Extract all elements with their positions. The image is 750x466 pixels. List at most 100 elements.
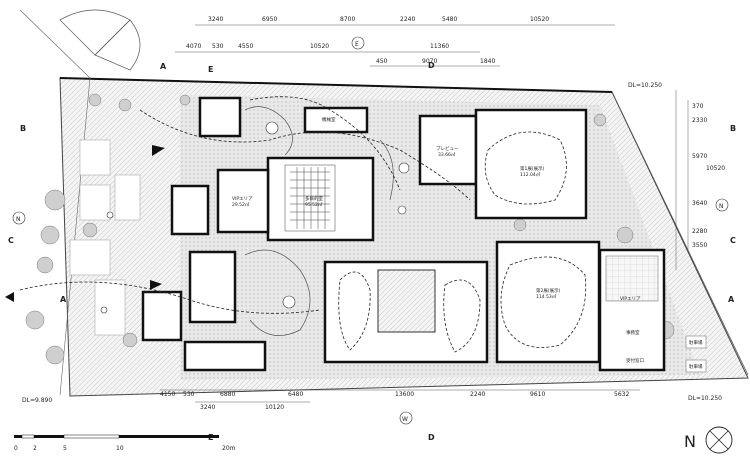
- level-labels: DL=10.250 DL=9.890 DL=10.250: [22, 82, 722, 404]
- grid-bubble-n: N: [719, 203, 724, 210]
- dim-label: 6880: [220, 391, 235, 398]
- dim-label: 2240: [400, 16, 415, 23]
- dim-label: 10520: [310, 43, 329, 50]
- dim-label: 370: [692, 103, 704, 110]
- grid-bubbles: E N N W: [12, 36, 729, 425]
- dim-label: 530: [212, 43, 224, 50]
- room-label-office: 事務室: [626, 329, 640, 336]
- room-multipurpose: [266, 156, 375, 242]
- dim-label: 6480: [288, 391, 303, 398]
- dim-label: 4070: [186, 43, 201, 50]
- level-top-right: DL=10.250: [628, 82, 662, 89]
- dim-label: 11360: [430, 43, 449, 50]
- dim-lines-top: [160, 24, 689, 403]
- north-arrow: N: [684, 426, 733, 454]
- dim-label: 10120: [265, 404, 284, 411]
- room-area-multipurpose: 95.52㎡: [305, 201, 323, 208]
- parking-stalls: [69, 139, 141, 336]
- room-gallery2: [495, 240, 601, 364]
- fixtures: [100, 121, 410, 314]
- dim-label: 1840: [480, 58, 495, 65]
- level-bottom-right: DL=10.250: [688, 395, 722, 402]
- vip-right-floor: [605, 255, 659, 302]
- dim-label: 4150: [160, 391, 175, 398]
- room-area-vip-left: 29.52㎡: [232, 201, 250, 208]
- dims-top-row2: 4070 530 4550 10520 11360: [186, 43, 449, 50]
- garden-paths: [244, 106, 394, 336]
- courtyard-void: [377, 269, 436, 333]
- dim-label: 3240: [200, 404, 215, 411]
- entrance-arrows: [5, 145, 165, 302]
- dim-label: 9610: [530, 391, 545, 398]
- grid-bubble-w: W: [402, 416, 408, 423]
- dims-top-row3: 450 9070 1840: [376, 58, 495, 65]
- dim-label: 2240: [470, 391, 485, 398]
- section-mark-a: A: [60, 295, 67, 304]
- scale-label: 10: [116, 445, 124, 452]
- room-gallery1: [474, 108, 588, 220]
- dim-label: 8700: [340, 16, 355, 23]
- dim-label: 5970: [692, 153, 707, 160]
- dim-label: 10520: [530, 16, 549, 23]
- room-area-gallery2: 114.53㎡: [536, 293, 557, 300]
- room-stairs: [183, 340, 267, 372]
- scale-label: 5: [63, 445, 67, 452]
- scale-label: 20m: [222, 445, 236, 452]
- room-label-vip-left: VIPエリア: [232, 196, 253, 202]
- section-mark-a: A: [160, 62, 167, 71]
- entrance-arcs: [59, 9, 141, 71]
- north-label: N: [684, 432, 696, 451]
- level-bottom-left: DL=9.890: [22, 397, 52, 404]
- room-toilet-block: [170, 184, 210, 236]
- scale-label: 0: [14, 445, 18, 452]
- parking-right-a: [685, 335, 707, 349]
- dim-label: 3550: [692, 242, 707, 249]
- room-machine: [303, 106, 369, 134]
- dim-label: 3240: [208, 16, 223, 23]
- room-label-vip-right: VIPエリア: [620, 296, 641, 302]
- dim-label: 3640: [692, 200, 707, 207]
- room-area-gallery1: 112.04㎡: [520, 171, 541, 178]
- dim-label: 9070: [422, 58, 437, 65]
- walls: [141, 96, 666, 372]
- room-labels: 機械室 VIPエリア 29.52㎡ 多目的室 95.52㎡ プレビュー 33.6…: [232, 116, 703, 370]
- room-vip-left: [216, 168, 270, 234]
- section-mark-a: A: [728, 295, 735, 304]
- section-mark-c: C: [8, 236, 14, 245]
- dim-label: 5480: [442, 16, 457, 23]
- dims-bottom-row1: 4150 530 6880 6480 13600 2240 9610 5632: [160, 391, 629, 398]
- room-label-parking-a: 駐車場: [689, 339, 703, 346]
- section-mark-d: D: [428, 61, 435, 70]
- parking-right-b: [685, 359, 707, 373]
- scale-label: 2: [33, 445, 37, 452]
- room-west-wing: [188, 250, 237, 324]
- room-sw: [141, 290, 183, 342]
- dim-label: 2280: [692, 228, 707, 235]
- room-label-parking-b: 駐車場: [689, 363, 703, 370]
- room-label-multipurpose: 多目的室: [305, 195, 323, 202]
- grid-bubble-e: E: [355, 41, 359, 48]
- dim-label: 450: [376, 58, 388, 65]
- scale-bar: 0 2 5 10 20m: [14, 434, 236, 452]
- room-area-preview: 33.66㎡: [438, 151, 456, 158]
- room-label-gallery1: 第1展(展示): [520, 165, 545, 172]
- dims-right: 370 2330 5970 10520 3640 2280 3550: [692, 103, 725, 249]
- seating: [284, 164, 336, 232]
- dim-label: 10520: [706, 165, 725, 172]
- room-small-nw: [198, 96, 242, 138]
- room-label-preview: プレビュー: [436, 145, 459, 152]
- room-label-machine: 機械室: [322, 116, 336, 123]
- dim-label: 13600: [395, 391, 414, 398]
- dims-top-row1: 3240 6950 8700 2240 5480 10520: [208, 16, 549, 23]
- dim-label: 530: [183, 391, 195, 398]
- section-mark-d: D: [428, 433, 435, 442]
- grid-bubble-n: N: [16, 216, 21, 223]
- dim-label: 4550: [238, 43, 253, 50]
- dim-label: 6950: [262, 16, 277, 23]
- section-mark-c: C: [730, 236, 736, 245]
- dim-label: 2330: [692, 117, 707, 124]
- section-mark-e: E: [208, 65, 213, 74]
- dim-label: 5632: [614, 391, 629, 398]
- section-mark-b: B: [20, 124, 26, 133]
